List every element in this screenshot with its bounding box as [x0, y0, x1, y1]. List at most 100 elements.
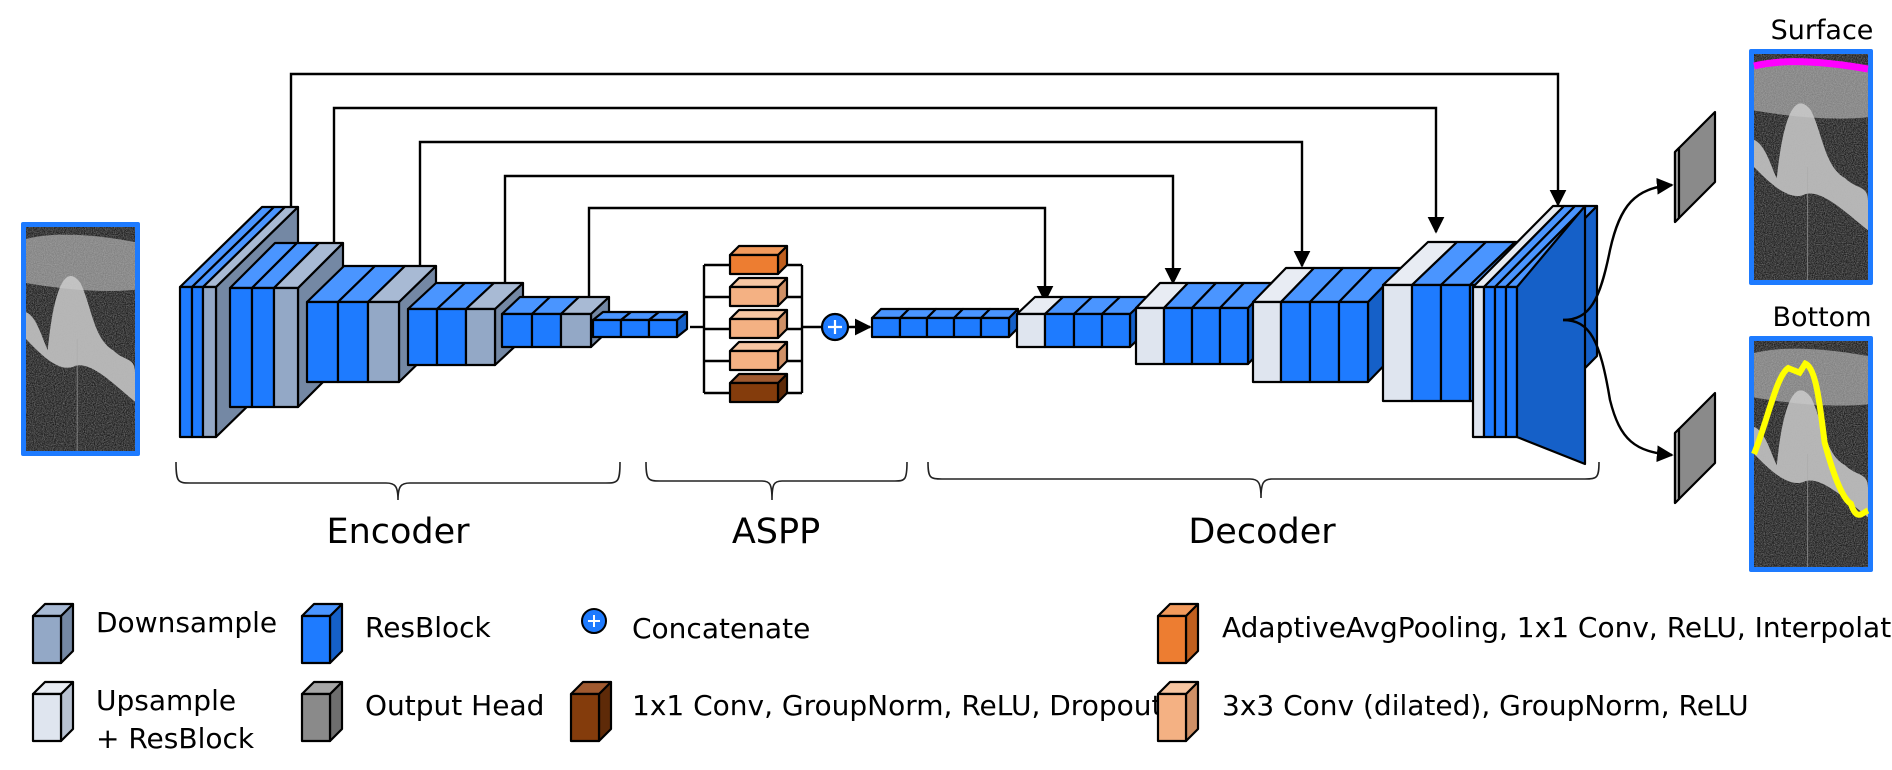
legend-label-upsample-line2: + ResBlock — [96, 722, 255, 755]
upsample-block — [1134, 281, 1190, 366]
resblock-block — [406, 281, 467, 367]
output-heads — [1562, 110, 1717, 505]
decoder-brace — [927, 461, 1600, 499]
encoder-stage-4 — [406, 281, 525, 367]
surface-head-arrow — [1562, 177, 1674, 322]
skip-connection-1 — [289, 72, 1567, 207]
skip-connection-4 — [503, 174, 1182, 285]
skip-connection-5 — [587, 206, 1054, 303]
aspp-dropout-cube-icon — [569, 680, 613, 743]
output-head-cube — [300, 680, 344, 743]
legend-label-aspp-dilated: 3x3 Conv (dilated), GroupNorm, ReLU — [1222, 689, 1749, 722]
encoder-brace — [175, 461, 621, 501]
resblock-block — [1308, 266, 1374, 384]
resblock-block — [1072, 295, 1122, 349]
concat-icon — [581, 608, 607, 634]
aspp-branch-5 — [728, 372, 789, 404]
aspp-module — [690, 244, 872, 404]
resblock-cube — [300, 602, 344, 665]
input-image — [21, 222, 140, 456]
upsample-block — [1015, 295, 1065, 349]
upsample-cube — [31, 680, 75, 743]
downsample-block — [559, 295, 611, 349]
decoder-stage-1 — [870, 307, 1020, 339]
legend-label-concatenate: Concatenate — [632, 612, 810, 645]
decoder-stage-3 — [1134, 281, 1274, 366]
upsample-block — [1251, 266, 1316, 384]
downsample-block — [272, 241, 345, 409]
aspp-branch-2 — [728, 276, 789, 308]
resblock-block — [1162, 281, 1218, 366]
resblock-block — [336, 264, 407, 384]
aspp-dilated-cube — [1156, 680, 1200, 743]
bottom-oct-scan — [1751, 341, 1870, 567]
resblock-block — [1439, 240, 1517, 403]
resblock-block — [305, 264, 377, 384]
downsample-block — [201, 205, 300, 439]
bottom-output: Bottom — [1749, 302, 1873, 572]
surface-oct-scan — [1753, 54, 1869, 280]
resblock-block — [435, 281, 496, 367]
resblock-block — [1218, 281, 1274, 366]
aspp-label: ASPP — [732, 512, 820, 552]
legend-item-aspp-dropout: 1x1 Conv, GroupNorm, ReLU, Dropout — [569, 680, 1162, 743]
resblock-cube-icon — [300, 602, 344, 665]
final-feature-face — [1515, 204, 1587, 466]
surface-output: Surface — [1749, 15, 1873, 285]
resblock-block — [925, 307, 965, 339]
encoder-label: Encoder — [326, 512, 470, 552]
legend-label-aspp-dropout: 1x1 Conv, GroupNorm, ReLU, Dropout — [632, 689, 1162, 722]
legend-item-aspp-pool: AdaptiveAvgPooling, 1x1 Conv, ReLU, Inte… — [1156, 602, 1892, 665]
encoder-stage-6 — [591, 310, 689, 339]
skip-connection-2 — [332, 106, 1445, 247]
downsample-block — [464, 281, 525, 367]
skip-connections — [289, 72, 1567, 303]
downsample-cube — [31, 602, 75, 665]
encoder — [178, 205, 689, 439]
resblock-block — [530, 295, 581, 349]
aspp-pool-cube-icon — [1156, 602, 1200, 665]
legend-label-resblock: ResBlock — [365, 611, 492, 644]
legend-label-upsample-line1: Upsample — [96, 684, 236, 717]
aspp-dropout-cube — [569, 680, 613, 743]
decoder-label: Decoder — [1188, 512, 1336, 552]
aspp-pool-cube — [1156, 602, 1200, 665]
resblock-block — [979, 307, 1020, 339]
legend-item-aspp-dilated: 3x3 Conv (dilated), GroupNorm, ReLU — [1156, 680, 1749, 743]
legend-label-downsample: Downsample — [96, 606, 277, 639]
resblock-block — [1279, 266, 1345, 384]
legend-item-concatenate: Concatenate — [581, 608, 810, 645]
output-head-cube-icon — [300, 680, 344, 743]
aspp-brace — [645, 461, 908, 501]
bottom-boundary-line — [1751, 359, 1870, 518]
bottom-title: Bottom — [1772, 302, 1871, 333]
legend-item-output-head: Output Head — [300, 680, 544, 743]
surface-boundary-line — [1753, 58, 1869, 73]
decoder-stage-4 — [1251, 266, 1403, 384]
decoder — [870, 204, 1599, 466]
surface-output-head — [1673, 110, 1717, 224]
legend-label-output-head: Output Head — [365, 689, 544, 722]
surface-title: Surface — [1771, 15, 1874, 46]
legend-item-upsample: Upsample + ResBlock — [31, 680, 255, 755]
resblock-block — [250, 241, 321, 409]
aspp-dilated-cube-icon — [1156, 680, 1200, 743]
resblock-block — [647, 310, 689, 339]
input-oct-scan — [26, 227, 135, 451]
bottom-output-head — [1673, 391, 1717, 505]
downsample-block — [366, 264, 438, 384]
downsample-cube-icon — [31, 602, 75, 665]
resblock-block — [1100, 295, 1150, 349]
aspp-branch-4 — [728, 340, 789, 372]
bottom-head-arrow — [1562, 318, 1674, 463]
resblock-block — [952, 307, 992, 339]
legend-item-resblock: ResBlock — [300, 602, 492, 665]
upsample-cube-icon — [31, 680, 75, 743]
decoder-stage-2 — [1015, 295, 1150, 349]
aspp-branch-1 — [728, 244, 789, 276]
legend: Downsample ResBlock Concatenate Adaptive… — [31, 602, 1892, 755]
legend-item-downsample: Downsample — [31, 602, 277, 665]
aspp-branch-3 — [728, 308, 789, 340]
legend-label-aspp-pool: AdaptiveAvgPooling, 1x1 Conv, ReLU, Inte… — [1222, 611, 1892, 644]
